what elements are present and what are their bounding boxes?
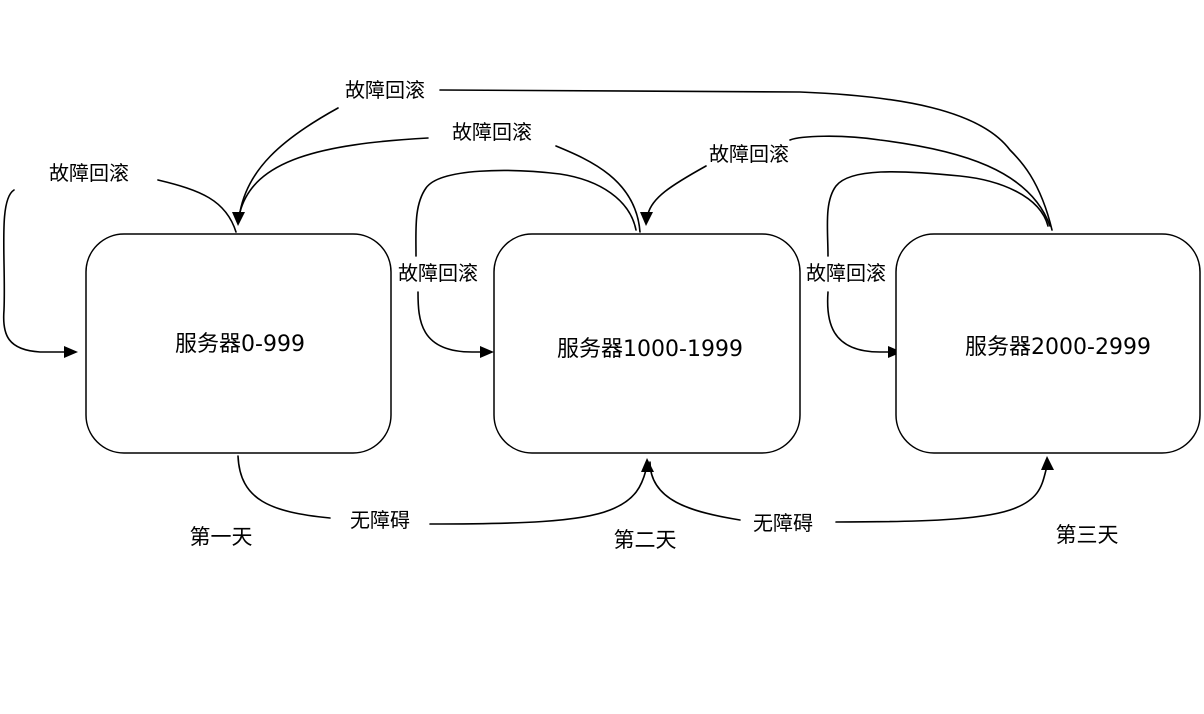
node-server-1000-1999: 服务器1000-1999 — [493, 233, 801, 454]
edge-label-rollback-self-n1: 故障回滚 — [49, 161, 129, 185]
node-box — [85, 233, 392, 454]
edge-label-nofault-n1-n2: 无障碍 — [350, 508, 410, 532]
node-server-0-999: 服务器0-999 — [85, 233, 392, 454]
edge-rollback-n3-n2 — [647, 135, 1051, 227]
node-box — [493, 233, 801, 454]
arrowhead-n3-left — [888, 346, 902, 358]
edge-label-rollback-self-n2: 故障回滚 — [398, 261, 478, 285]
arrowhead-n3-bottom — [1041, 456, 1054, 470]
node-label: 服务器2000-2999 — [965, 335, 1151, 360]
edge-rollback-n3-n1 — [239, 89, 1053, 231]
arrowhead-n2-bottom — [641, 458, 654, 472]
arrowhead-n2-top — [640, 212, 653, 226]
arrowhead-n2-left — [480, 346, 494, 358]
node-label: 服务器1000-1999 — [557, 337, 743, 362]
day-label-1: 第一天 — [190, 525, 253, 549]
edge-rollback-n2-n1 — [239, 137, 641, 233]
edge-label-rollback-n2-n1: 故障回滚 — [452, 120, 532, 144]
edge-label-rollback-n3-n1: 故障回滚 — [345, 78, 425, 102]
edge-nofault-n1-n2 — [237, 455, 647, 525]
edge-label-rollback-self-n3: 故障回滚 — [806, 261, 886, 285]
node-box — [895, 233, 1201, 454]
day-label-3: 第三天 — [1056, 523, 1119, 547]
arrowhead-n1-top — [232, 212, 245, 226]
edge-label-nofault-n2-n3: 无障碍 — [753, 511, 813, 535]
node-server-2000-2999: 服务器2000-2999 — [895, 233, 1201, 454]
edge-nofault-n2-n3 — [649, 461, 1047, 523]
edge-label-rollback-n3-n2: 故障回滚 — [709, 142, 789, 166]
edge-rollback-self-n1 — [2, 179, 237, 353]
edge-rollback-self-n3 — [826, 170, 1049, 353]
node-label: 服务器0-999 — [175, 332, 305, 357]
edge-rollback-self-n2 — [415, 169, 637, 353]
arrowhead-n1-left — [64, 346, 78, 358]
day-label-2: 第二天 — [614, 528, 677, 552]
